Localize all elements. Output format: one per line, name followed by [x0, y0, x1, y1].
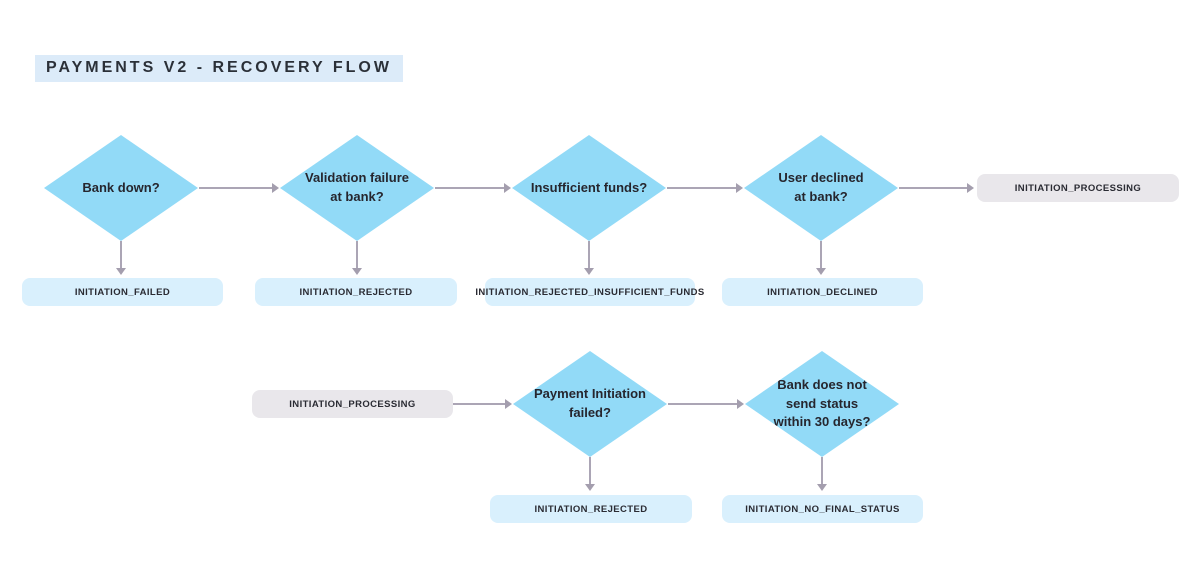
- connector-validation-to-rejected: [356, 241, 358, 268]
- arrowhead-right-icon: [967, 183, 974, 193]
- arrowhead-right-icon: [737, 399, 744, 409]
- decision-label: Validation failure at bank?: [304, 170, 410, 204]
- decision-label: Bank does not send status within 30 days…: [773, 376, 871, 430]
- connector-insufficient-to-rejectedfunds: [588, 241, 590, 268]
- decision-insufficient-funds[interactable]: Insufficient funds?: [512, 135, 666, 241]
- connector-validation-to-insufficient: [435, 187, 504, 189]
- process-label: INITIATION_PROCESSING: [289, 398, 416, 410]
- decision-payment-initiation-failed[interactable]: Payment Initiation failed?: [513, 351, 667, 457]
- arrowhead-down-icon: [352, 268, 362, 275]
- decision-label: Bank down?: [82, 179, 160, 195]
- connector-paymentfailed-to-nostatus: [668, 403, 737, 405]
- state-initiation-failed[interactable]: INITIATION_FAILED: [22, 278, 223, 306]
- state-initiation-rejected[interactable]: INITIATION_REJECTED: [255, 278, 457, 306]
- decision-validation-failure[interactable]: Validation failure at bank?: [280, 135, 434, 241]
- arrowhead-down-icon: [116, 268, 126, 275]
- state-label: INITIATION_REJECTED: [299, 286, 413, 298]
- decision-label: Payment Initiation failed?: [534, 386, 646, 420]
- arrowhead-right-icon: [504, 183, 511, 193]
- state-initiation-rejected-insufficient-funds[interactable]: INITIATION_REJECTED_INSUFFICIENT_FUNDS: [475, 278, 704, 306]
- process-label: INITIATION_PROCESSING: [1014, 182, 1142, 194]
- arrowhead-down-icon: [584, 268, 594, 275]
- connector-userdeclined-to-processing: [899, 187, 967, 189]
- arrowhead-down-icon: [585, 484, 595, 491]
- state-initiation-declined[interactable]: INITIATION_DECLINED: [722, 278, 923, 306]
- connector-nostatus-to-nofinalstatus: [821, 457, 823, 484]
- process-initiation-processing-end[interactable]: INITIATION_PROCESSING: [977, 174, 1179, 202]
- state-initiation-rejected-2[interactable]: INITIATION_REJECTED: [490, 495, 692, 523]
- arrowhead-right-icon: [505, 399, 512, 409]
- state-label: INITIATION_FAILED: [74, 286, 171, 298]
- decision-label: User declined at bank?: [778, 170, 864, 204]
- connector-processing-to-paymentfailed: [453, 403, 505, 405]
- connector-userdeclined-to-declined: [820, 241, 822, 268]
- decision-label: Insufficient funds?: [530, 179, 648, 195]
- connector-insufficient-to-userdeclined: [667, 187, 736, 189]
- arrowhead-right-icon: [272, 183, 279, 193]
- decision-no-status-within-30-days[interactable]: Bank does not send status within 30 days…: [745, 351, 899, 457]
- decision-user-declined[interactable]: User declined at bank?: [744, 135, 898, 241]
- arrowhead-down-icon: [816, 268, 826, 275]
- connector-bankdown-to-failed: [120, 241, 122, 268]
- decision-bank-down[interactable]: Bank down?: [44, 135, 198, 241]
- arrowhead-down-icon: [817, 484, 827, 491]
- process-initiation-processing-start[interactable]: INITIATION_PROCESSING: [252, 390, 453, 418]
- state-label: INITIATION_DECLINED: [767, 286, 878, 298]
- state-label: INITIATION_REJECTED: [534, 503, 648, 515]
- state-initiation-no-final-status[interactable]: INITIATION_NO_FINAL_STATUS: [722, 495, 923, 523]
- page-title: PAYMENTS V2 - RECOVERY FLOW: [35, 55, 403, 82]
- state-label: INITIATION_NO_FINAL_STATUS: [745, 503, 900, 515]
- arrowhead-right-icon: [736, 183, 743, 193]
- connector-bankdown-to-validation: [199, 187, 272, 189]
- state-label: INITIATION_REJECTED_INSUFFICIENT_FUNDS: [475, 286, 705, 298]
- connector-paymentfailed-to-rejected: [589, 457, 591, 484]
